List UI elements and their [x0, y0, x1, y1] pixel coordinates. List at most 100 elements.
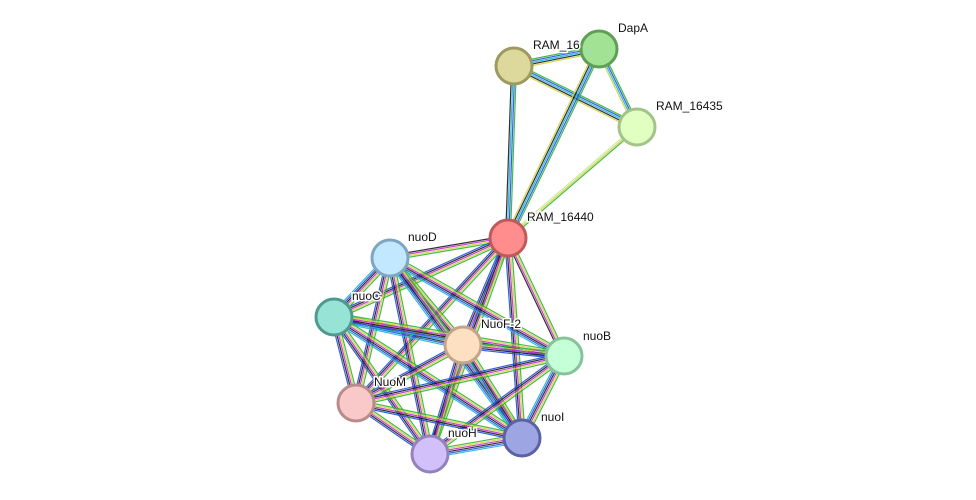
- edge-strand: [506, 48, 599, 238]
- edge-strand: [355, 344, 464, 404]
- edge-strand: [508, 127, 639, 240]
- node-ram16435-label: RAM_16435: [656, 99, 723, 113]
- edge-strand: [352, 257, 388, 403]
- edge-strand: [356, 258, 393, 404]
- node-ram16[interactable]: RAM_16: [494, 37, 582, 86]
- node-ram16435[interactable]: RAM_16435: [617, 98, 725, 147]
- edge-strand: [427, 352, 563, 452]
- edge-strand: [333, 317, 522, 440]
- node-dapa-label: DapA: [618, 21, 648, 35]
- edge-strand: [334, 315, 523, 438]
- edge-nuob-nuoh[interactable]: [427, 352, 567, 458]
- node-layer: RAM_16440 DapA RAM_16 RAM_16435 nuoD nuo…: [314, 20, 725, 474]
- node-nuoi-circle[interactable]: [502, 418, 542, 458]
- node-ram16440[interactable]: RAM_16440: [488, 209, 596, 258]
- edge-ram16435-ram16440[interactable]: [506, 125, 639, 240]
- edge-strand: [389, 258, 564, 358]
- edge-strand: [507, 48, 600, 239]
- edge-strand: [508, 49, 601, 239]
- edge-strand: [355, 355, 565, 404]
- node-nuof2-circle[interactable]: [443, 325, 483, 365]
- node-nuoh[interactable]: nuoH: [410, 425, 478, 474]
- edge-ram16440-nuoi[interactable]: [504, 237, 526, 439]
- edge-strand: [356, 358, 565, 407]
- edge-strand: [356, 399, 523, 436]
- edge-strand: [508, 237, 566, 356]
- edge-strand: [505, 238, 563, 358]
- node-nuoc[interactable]: nuoC: [314, 288, 383, 337]
- edge-strand: [355, 403, 522, 441]
- node-nuob-label: nuoB: [583, 329, 611, 343]
- edge-ram16-ram16440[interactable]: [505, 65, 517, 239]
- node-nuoi-label: nuoI: [541, 410, 564, 424]
- edge-strand: [506, 125, 637, 238]
- edge-strand: [431, 358, 567, 458]
- edge-strand: [505, 238, 522, 439]
- edge-strand: [508, 66, 516, 239]
- edge-nuod-nuom[interactable]: [352, 257, 394, 404]
- node-nuob-circle[interactable]: [544, 336, 584, 376]
- node-ram16-circle[interactable]: [494, 46, 534, 86]
- edge-strand: [506, 65, 514, 238]
- edge-strand: [512, 68, 636, 131]
- edge-nuob-nuom[interactable]: [355, 352, 565, 407]
- edge-strand: [355, 257, 391, 404]
- edge-strand: [387, 260, 563, 361]
- edge-strand: [389, 235, 508, 257]
- node-nuom-circle[interactable]: [336, 383, 376, 423]
- edge-strand: [389, 236, 508, 258]
- node-ram16435-circle[interactable]: [617, 107, 657, 147]
- edge-strand: [354, 343, 463, 403]
- node-nuob[interactable]: nuoB: [544, 328, 613, 376]
- edge-strand: [387, 258, 430, 455]
- node-nuoi[interactable]: nuoI: [502, 409, 566, 458]
- edge-strand: [353, 257, 390, 403]
- edge-dapa-ram16440[interactable]: [504, 47, 603, 240]
- edge-strand: [506, 238, 564, 357]
- edge-strand: [430, 356, 566, 456]
- node-dapa[interactable]: DapA: [579, 20, 650, 69]
- node-nuod-label: nuoD: [408, 230, 437, 244]
- edge-strand: [356, 345, 465, 405]
- edge-strand: [333, 237, 509, 318]
- edge-strand: [355, 237, 509, 404]
- edge-strand: [332, 234, 507, 315]
- edge-strand: [358, 258, 394, 404]
- edge-strand: [355, 352, 564, 401]
- node-ram16440-label: RAM_16440: [527, 210, 594, 224]
- node-nuod[interactable]: nuoD: [370, 229, 439, 278]
- edge-strand: [356, 356, 565, 406]
- edge-strand: [428, 354, 564, 454]
- node-nuoh-label: nuoH: [448, 426, 477, 440]
- node-dapa-circle[interactable]: [579, 29, 619, 69]
- edge-strand: [390, 238, 509, 260]
- edge-nuod-nuob[interactable]: [387, 253, 567, 361]
- edge-strand: [508, 237, 525, 438]
- edge-strand: [510, 237, 526, 438]
- edge-strand: [354, 236, 508, 403]
- edge-nuom-nuoi[interactable]: [355, 399, 523, 442]
- node-nuoh-circle[interactable]: [410, 434, 450, 474]
- node-ram16440-circle[interactable]: [488, 218, 528, 258]
- edge-nuof2-nuom[interactable]: [354, 341, 465, 407]
- edge-strand: [389, 257, 431, 455]
- node-nuoc-circle[interactable]: [314, 297, 354, 337]
- edge-strand: [505, 65, 513, 238]
- edge-strand: [429, 355, 565, 455]
- edge-strand: [391, 253, 567, 354]
- node-nuom-label: NuoM: [374, 375, 406, 389]
- edge-strand: [504, 47, 597, 237]
- edge-strand: [509, 236, 567, 356]
- edge-strand: [390, 256, 565, 356]
- edge-strand: [509, 66, 517, 239]
- edge-nuoc-nuoi[interactable]: [331, 313, 525, 442]
- edge-strand: [334, 314, 524, 437]
- node-nuom[interactable]: NuoM: [336, 374, 408, 423]
- edge-strand: [354, 341, 462, 401]
- node-nuof2[interactable]: NuoF-2: [443, 316, 523, 365]
- edge-strand: [357, 347, 465, 407]
- edge-ram16440-nuob[interactable]: [505, 236, 567, 358]
- edge-strand: [355, 402, 523, 439]
- node-nuod-circle[interactable]: [370, 238, 410, 278]
